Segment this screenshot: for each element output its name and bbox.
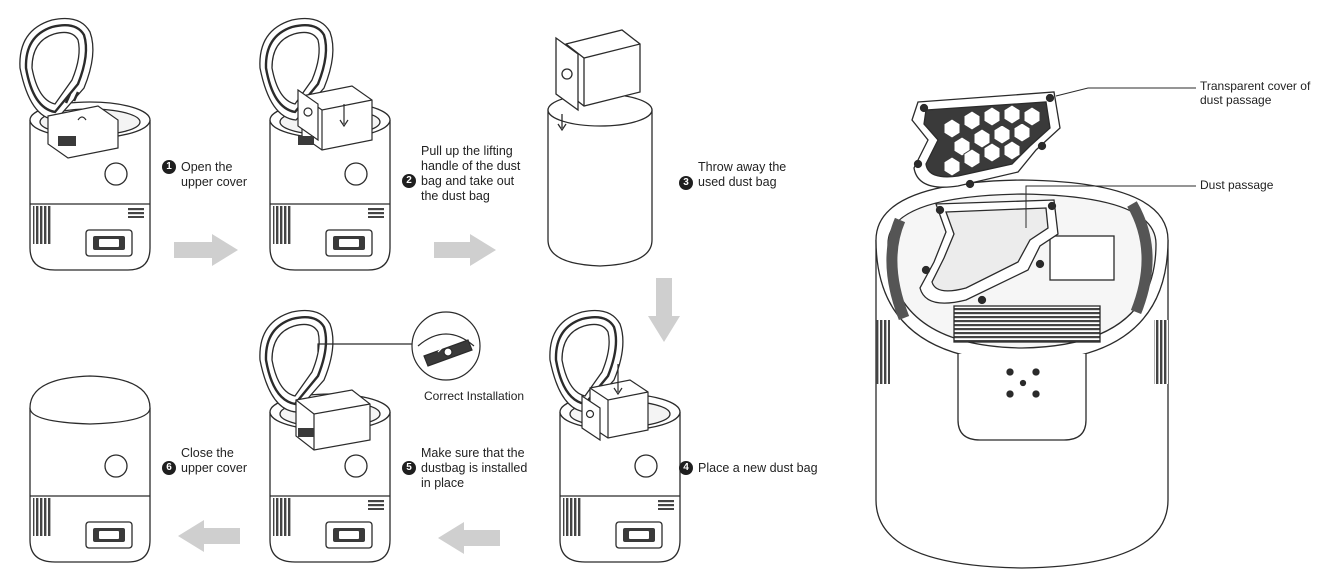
step-number-badge: 2 <box>402 174 416 188</box>
correct-installation-detail <box>317 311 481 381</box>
correct-installation-label: Correct Installation <box>424 389 525 403</box>
arrow-left-2 <box>178 520 240 552</box>
step-number-badge: 5 <box>402 461 416 475</box>
arrow-down <box>648 278 680 342</box>
step-1-label: 1 Open the upper cover <box>162 160 247 190</box>
step-text: Open the upper cover <box>181 160 248 189</box>
step-text: Pull up the lifting handle of the dust b… <box>421 144 521 203</box>
leader-dust-passage <box>1025 185 1196 228</box>
transparent-cover-label: Transparent cover of dust passage <box>1200 79 1311 107</box>
step-1-illustration <box>18 17 151 271</box>
leader-transparent-cover <box>1055 87 1196 97</box>
step-4-illustration <box>548 309 681 563</box>
step-5-label: 5 Make sure that the dustbag is installe… <box>402 446 527 491</box>
dock-top-exploded-view <box>875 87 1196 569</box>
dust-passage-label: Dust passage <box>1200 178 1274 192</box>
step-2-illustration <box>258 17 391 271</box>
step-number-badge: 6 <box>162 461 176 475</box>
step-5-illustration <box>258 309 391 563</box>
arrow-right-1 <box>174 234 238 266</box>
step-number-badge: 1 <box>162 160 176 174</box>
step-text: Close the upper cover <box>181 446 248 475</box>
step-6-illustration <box>29 375 151 563</box>
step-text: Place a new dust bag <box>698 461 818 475</box>
step-text: Make sure that the dustbag is installed … <box>421 446 528 490</box>
step-2-label: 2 Pull up the lifting handle of the dust… <box>402 144 520 204</box>
arrow-right-2 <box>434 234 496 266</box>
step-4-label: 4 Place a new dust bag <box>679 461 818 476</box>
flow-arrows <box>174 234 680 554</box>
step-number-badge: 4 <box>679 461 693 475</box>
step-number-badge: 3 <box>679 176 693 190</box>
step-6-label: 6 Close the upper cover <box>162 446 247 476</box>
step-text: Throw away the used dust bag <box>698 160 787 189</box>
arrow-left-1 <box>438 522 500 554</box>
step-3-illustration <box>547 29 653 267</box>
step-3-label: 3 Throw away the used dust bag <box>679 160 786 190</box>
